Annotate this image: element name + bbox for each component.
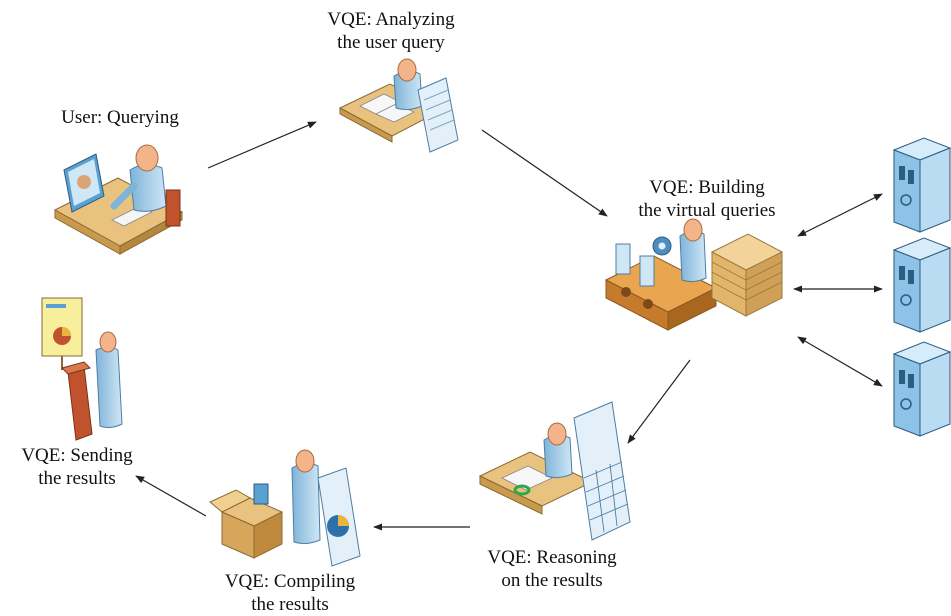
arrow-compiling-to-sending — [135, 475, 207, 517]
sending-results-icon — [41, 297, 123, 441]
label-compiling-line2: the results — [251, 594, 329, 615]
label-user-querying: User: Querying — [44, 106, 196, 129]
arrow-user-to-analyzing — [207, 121, 317, 169]
label-analyzing-line2: the user query — [337, 32, 445, 53]
building-queries-icon — [604, 218, 784, 331]
label-analyzing: VQE: Analyzing the user query — [306, 8, 476, 54]
database-server-icon — [892, 237, 951, 333]
arrow-building-to-reasoning — [627, 359, 691, 444]
label-user-querying-line1: User: Querying — [61, 107, 179, 128]
arrow-building-to-server-3 — [797, 336, 883, 387]
label-sending: VQE: Sending the results — [4, 444, 150, 490]
label-reasoning-line2: on the results — [501, 570, 603, 591]
label-compiling: VQE: Compiling the results — [206, 570, 374, 616]
label-compiling-line1: VQE: Compiling — [224, 571, 356, 592]
label-analyzing-line1: VQE: Analyzing — [327, 9, 455, 30]
analyzing-query-icon — [338, 58, 459, 153]
arrow-building-to-server-1 — [797, 193, 883, 237]
label-sending-line1: VQE: Sending — [21, 445, 133, 466]
arrow-analyzing-to-building — [481, 129, 608, 217]
compiling-icon — [209, 449, 361, 567]
reasoning-icon — [478, 401, 631, 541]
database-server-icon — [892, 341, 951, 437]
stack-of-sheets — [710, 233, 784, 317]
user-querying-icon — [53, 144, 184, 255]
label-reasoning: VQE: Reasoning on the results — [468, 546, 636, 592]
label-reasoning-line1: VQE: Reasoning — [487, 547, 617, 568]
label-building-line1: VQE: Building — [649, 177, 765, 198]
database-server-icon — [892, 137, 951, 233]
arrows — [135, 121, 883, 531]
label-sending-line2: the results — [38, 468, 116, 489]
label-building-line2: the virtual queries — [638, 200, 776, 221]
label-building: VQE: Building the virtual queries — [616, 176, 798, 222]
